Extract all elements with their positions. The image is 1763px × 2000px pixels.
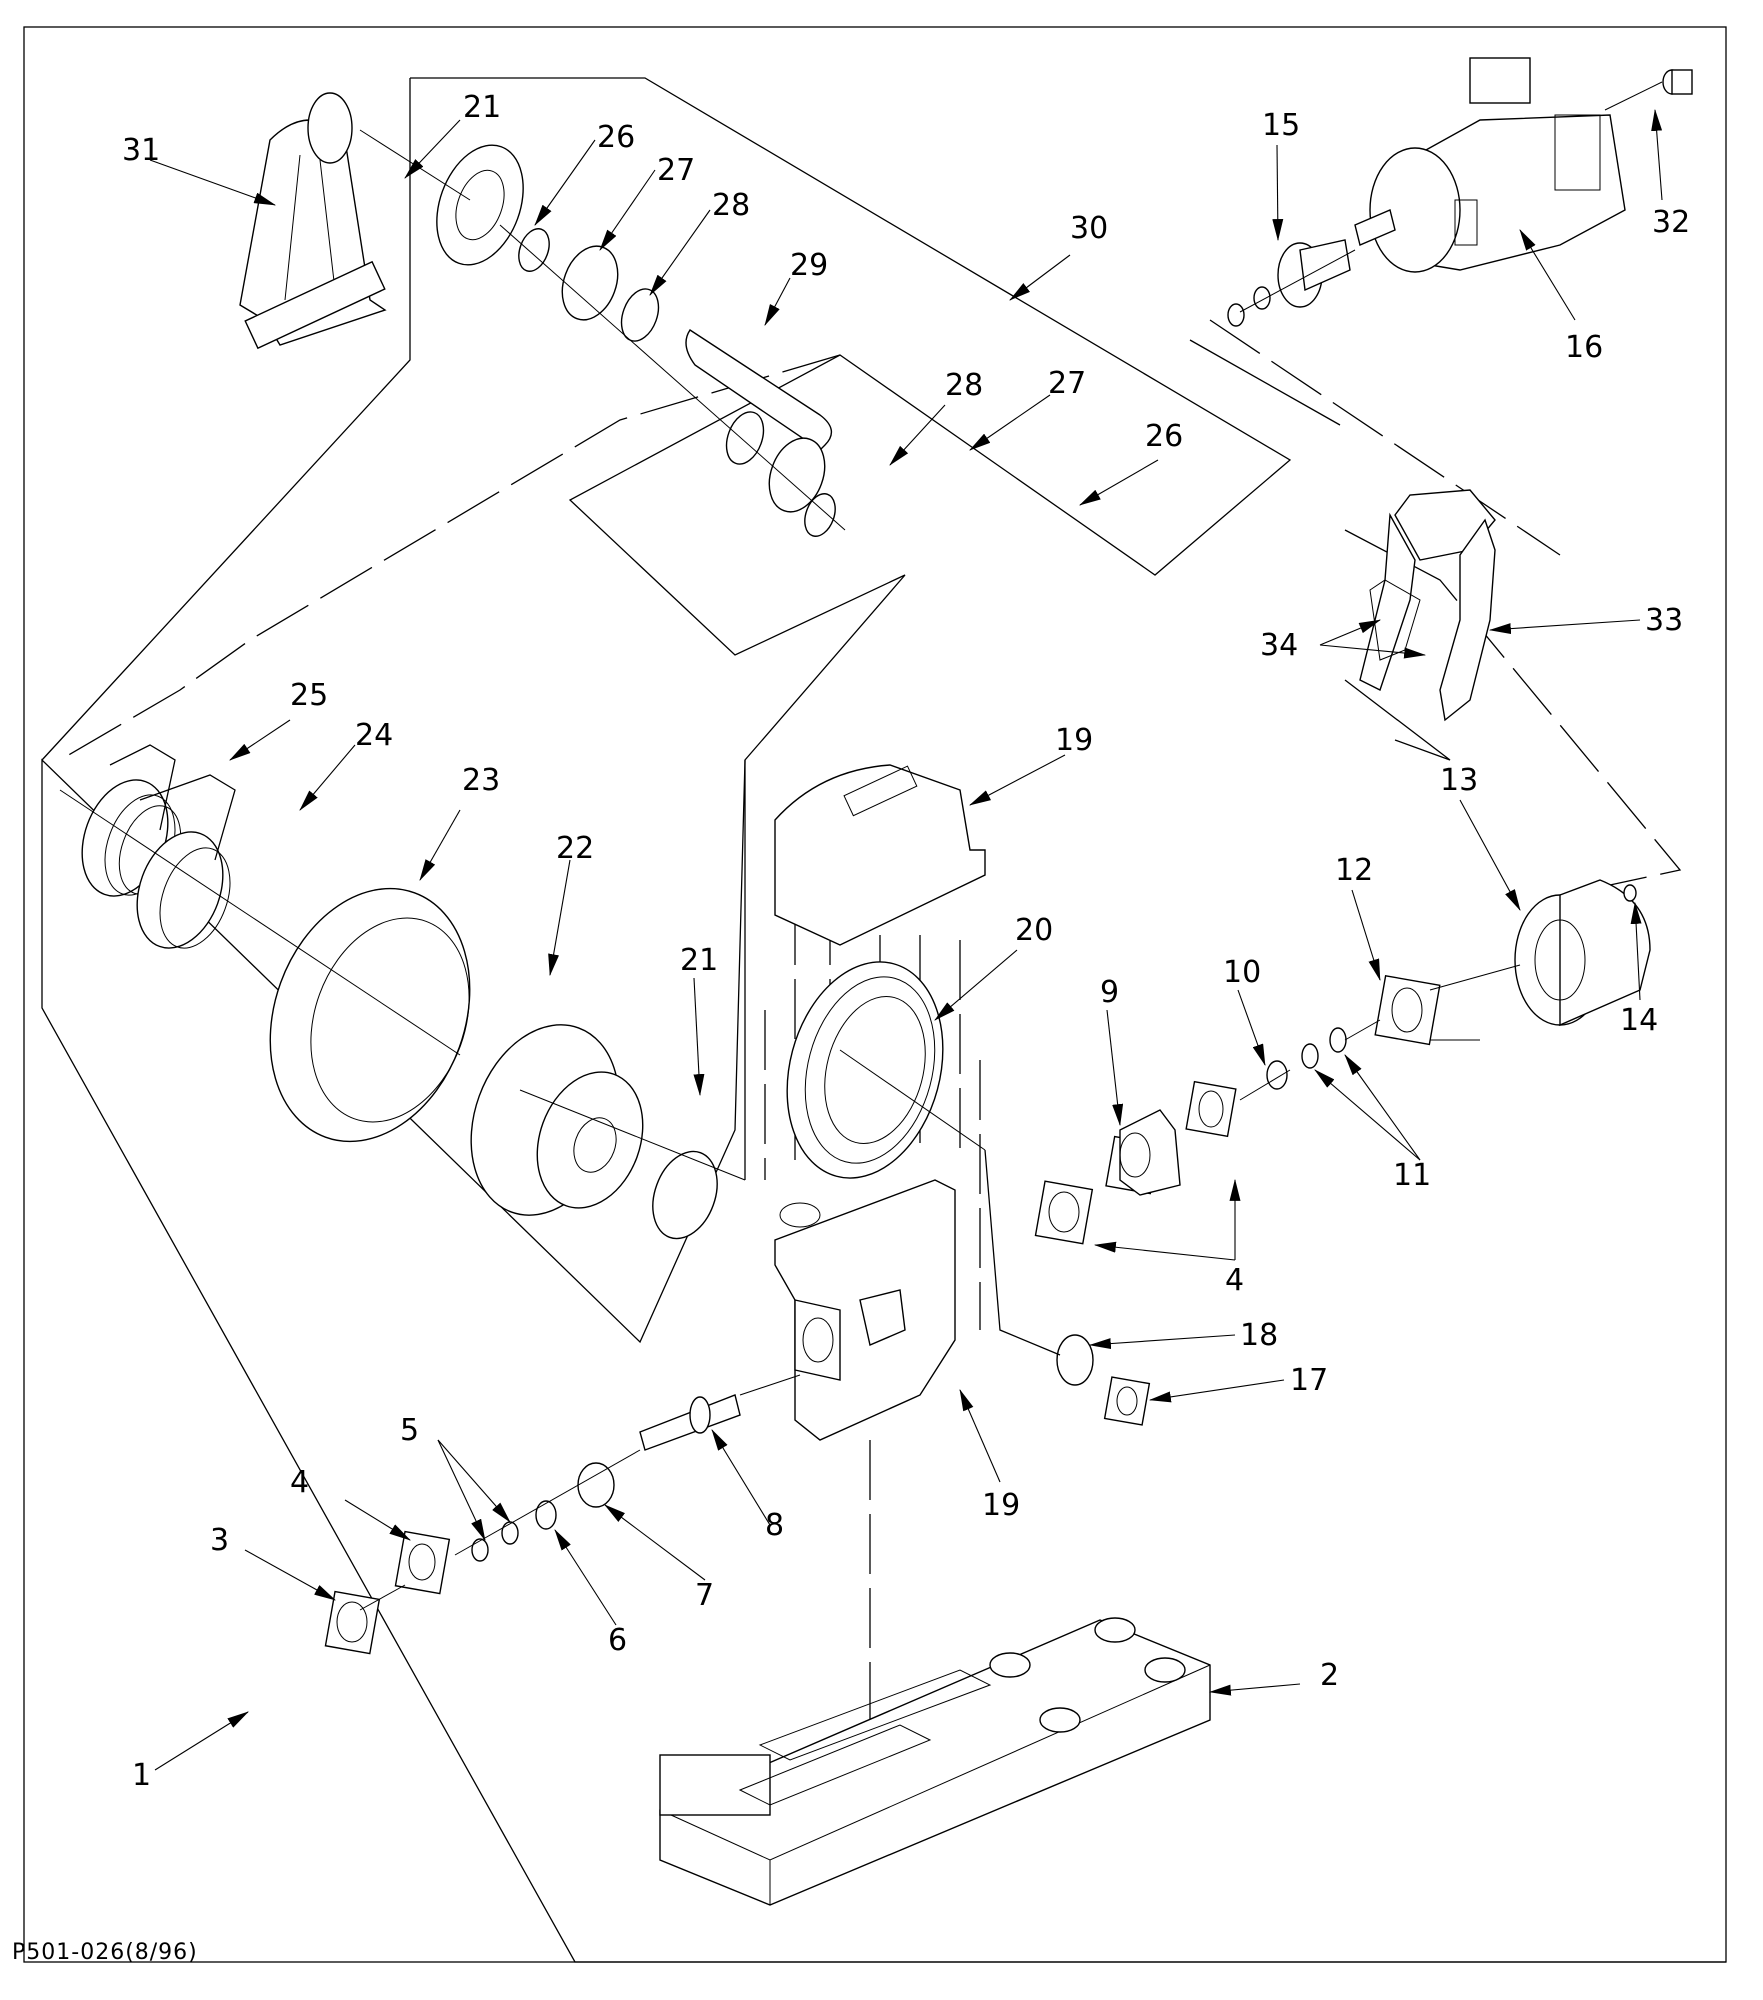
assembly-outline-1 xyxy=(41,77,1726,1963)
part-31-pedestal xyxy=(239,92,387,350)
gear-case-cover xyxy=(774,764,986,946)
callout-30: 30 xyxy=(1070,211,1108,246)
callout-3: 3 xyxy=(210,1523,229,1558)
callout-20: 20 xyxy=(1015,913,1053,948)
callout-labels: 31 21 26 27 28 29 30 28 27 26 15 16 32 3… xyxy=(122,90,1690,1793)
callout-4-right: 4 xyxy=(1225,1263,1244,1298)
worm-gear xyxy=(786,961,986,1179)
callout-13: 13 xyxy=(1440,763,1478,798)
callout-25: 25 xyxy=(290,678,328,713)
callout-11: 11 xyxy=(1393,1158,1431,1193)
callout-26-bottom: 26 xyxy=(1145,419,1183,454)
bedplate xyxy=(659,1617,1211,1906)
callout-21-mid: 21 xyxy=(680,943,718,978)
callout-6: 6 xyxy=(608,1623,627,1658)
callout-10: 10 xyxy=(1223,955,1261,990)
callout-2: 2 xyxy=(1320,1658,1339,1693)
callout-12: 12 xyxy=(1335,853,1373,888)
callout-28-top: 28 xyxy=(712,188,750,223)
callout-22: 22 xyxy=(556,831,594,866)
document-id: P501-026(8/96) xyxy=(12,1940,198,1965)
callout-4-left: 4 xyxy=(290,1465,309,1500)
sheave-group xyxy=(59,744,746,1240)
callout-32: 32 xyxy=(1652,205,1690,240)
callout-5: 5 xyxy=(400,1413,419,1448)
callout-16: 16 xyxy=(1565,330,1603,365)
callout-14: 14 xyxy=(1620,1003,1658,1038)
callout-8: 8 xyxy=(765,1508,784,1543)
callout-21-top: 21 xyxy=(463,90,501,125)
callout-34: 34 xyxy=(1260,628,1298,663)
motor-group xyxy=(1189,57,1693,426)
right-parts-group xyxy=(984,879,1651,1426)
callout-17: 17 xyxy=(1290,1363,1328,1398)
callout-27-bottom: 27 xyxy=(1048,366,1086,401)
callout-31: 31 xyxy=(122,133,160,168)
callout-33: 33 xyxy=(1645,603,1683,638)
callout-28-bottom: 28 xyxy=(945,368,983,403)
callout-26-top: 26 xyxy=(597,120,635,155)
callout-15: 15 xyxy=(1262,108,1300,143)
callout-1: 1 xyxy=(132,1758,151,1793)
callout-19-bottom: 19 xyxy=(982,1488,1020,1523)
gear-case xyxy=(774,1179,956,1441)
callout-18: 18 xyxy=(1240,1318,1278,1353)
brake-group xyxy=(1344,489,1496,761)
callout-24: 24 xyxy=(355,718,393,753)
leader-lines xyxy=(149,108,1663,1771)
callout-9: 9 xyxy=(1100,975,1119,1010)
callout-27-top: 27 xyxy=(657,153,695,188)
callout-7: 7 xyxy=(695,1578,714,1613)
callout-23: 23 xyxy=(462,763,500,798)
top-shaft-group xyxy=(359,129,846,537)
callout-19-top: 19 xyxy=(1055,723,1093,758)
callout-29: 29 xyxy=(790,248,828,283)
worm-shaft-group xyxy=(324,1374,801,1655)
